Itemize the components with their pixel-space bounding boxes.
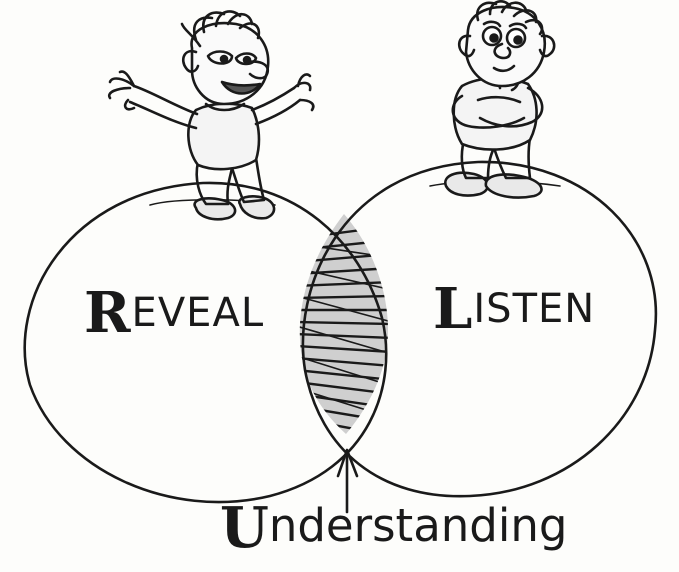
understanding-label: Understanding bbox=[220, 495, 568, 561]
listen-label: LISTEN bbox=[433, 276, 596, 342]
up-arrow-icon bbox=[336, 448, 359, 514]
reveal-label: REVEAL bbox=[84, 280, 265, 346]
reveal-circle bbox=[23, 181, 388, 504]
listening-person-icon bbox=[429, 0, 561, 199]
listen-circle bbox=[301, 160, 658, 498]
revealing-person-icon bbox=[107, 10, 315, 221]
